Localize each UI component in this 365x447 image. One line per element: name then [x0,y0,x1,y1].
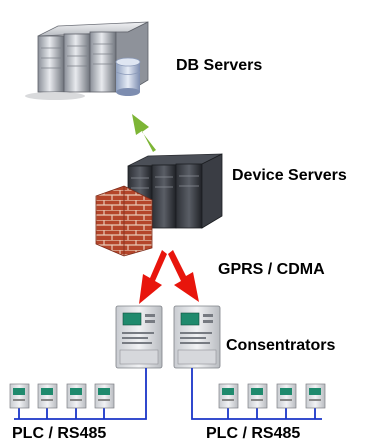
meter-icon [218,383,239,409]
concentrator-meter-right-icon [173,305,221,369]
down-arrow-left-icon [139,250,167,304]
bus-lines-left [14,368,147,420]
firewall-icon [95,185,153,257]
bus-lines-right [191,368,322,420]
database-cylinder-icon [115,57,141,96]
meter-icon [305,383,326,409]
concentrators-label: Consentrators [226,337,336,354]
meter-icon [9,383,30,409]
down-arrow-right-icon [168,250,199,302]
link-label: GPRS / CDMA [218,261,325,278]
meter-icon [247,383,268,409]
device-servers-label: Device Servers [232,167,347,184]
up-arrow-icon [132,114,156,152]
bus-right-label: PLC / RS485 [206,425,301,442]
concentrator-meter-left-icon [115,305,163,369]
meter-icon [37,383,58,409]
meter-icon [94,383,115,409]
db-servers-label: DB Servers [176,57,263,74]
bus-left-label: PLC / RS485 [12,425,107,442]
meter-icon [276,383,297,409]
meter-icon [66,383,87,409]
